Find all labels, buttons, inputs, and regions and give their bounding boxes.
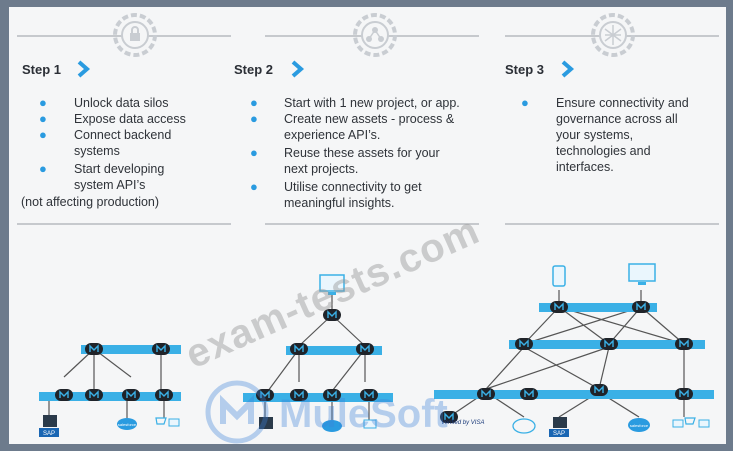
- api-node-icon: [520, 388, 538, 400]
- database-icon: [553, 417, 567, 428]
- api-layer-bar: [539, 303, 657, 312]
- svg-text:Verified by VISA: Verified by VISA: [441, 420, 484, 426]
- api-node-icon: [600, 338, 618, 350]
- api-node-icon: [477, 388, 495, 400]
- api-layer-bar: [434, 390, 714, 399]
- api-node-icon: [55, 389, 73, 401]
- diagram-step-2: [243, 274, 393, 420]
- cloud-icon: [322, 420, 342, 432]
- api-node-icon: [290, 389, 308, 401]
- step-1-note: (not affecting production): [21, 195, 160, 209]
- gear-mesh-icon: [591, 13, 635, 57]
- cloud-icon: [512, 418, 536, 434]
- gear-network-icon: [353, 13, 397, 57]
- stage: Step 1 ●Unlock data silos ●Expose data a…: [9, 7, 726, 444]
- api-node-icon: [632, 301, 650, 313]
- database-icon: [259, 417, 273, 429]
- sap-logo: SAP: [549, 429, 569, 437]
- chevron-right-icon: [561, 60, 575, 78]
- api-node-icon: [515, 338, 533, 350]
- cart-icon: [155, 417, 167, 425]
- api-node-icon: [290, 343, 308, 355]
- step-3-column: Step 3 ●Ensure connectivity and governan…: [479, 7, 719, 237]
- api-node-icon: [323, 389, 341, 401]
- svg-text:SAP: SAP: [553, 431, 565, 437]
- svg-text:SAP: SAP: [43, 431, 55, 437]
- svg-text:salesforce: salesforce: [630, 423, 649, 428]
- step-3-title: Step 3: [505, 62, 545, 77]
- visa-logo: Verified by VISA: [441, 420, 484, 426]
- gear-lock-icon: [113, 13, 157, 57]
- monitor-icon: [319, 274, 345, 295]
- api-node-icon: [323, 309, 341, 321]
- sap-logo: SAP: [39, 428, 59, 437]
- card-icon: [168, 418, 180, 427]
- api-layer-bar: [81, 345, 181, 354]
- api-node-icon: [440, 411, 458, 423]
- cart-icon: [684, 417, 696, 425]
- api-node-icon: [152, 343, 170, 355]
- api-node-icon: [155, 389, 173, 401]
- card-icon: [672, 419, 684, 428]
- diagram-step-3: [434, 263, 714, 418]
- step-1-title: Step 1: [22, 62, 62, 77]
- step-1-column: Step 1 ●Unlock data silos ●Expose data a…: [15, 7, 240, 237]
- api-node-icon: [590, 384, 608, 396]
- card-icon: [363, 419, 377, 429]
- network-diagrams: SAP salesforce Verified by VISA SAP sale…: [39, 263, 714, 437]
- api-node-icon: [85, 389, 103, 401]
- step-2-title: Step 2: [234, 62, 274, 77]
- mulesoft-logo-text: MuleSoft: [279, 392, 448, 436]
- api-layer-bar: [39, 392, 181, 401]
- divider: [265, 223, 479, 225]
- api-node-icon: [550, 301, 568, 313]
- step-2-column: Step 2 ●Start with 1 new project, or app…: [231, 7, 479, 237]
- card-icon: [698, 419, 710, 428]
- api-node-icon: [675, 388, 693, 400]
- mulesoft-logo-icon: [205, 380, 269, 444]
- api-node-icon: [675, 338, 693, 350]
- api-node-icon: [85, 343, 103, 355]
- svg-text:salesforce: salesforce: [118, 422, 137, 427]
- api-layer-bar: [286, 346, 382, 355]
- api-node-icon: [356, 343, 374, 355]
- phone-icon: [552, 265, 566, 287]
- api-node-icon: [360, 389, 378, 401]
- salesforce-cloud-icon: salesforce: [628, 418, 650, 432]
- api-node-icon: [122, 389, 140, 401]
- chevron-right-icon: [291, 60, 305, 78]
- divider: [505, 223, 719, 225]
- api-layer-bar: [243, 393, 393, 402]
- monitor-icon: [628, 263, 656, 285]
- divider: [17, 223, 231, 225]
- chevron-right-icon: [77, 60, 91, 78]
- api-node-icon: [256, 389, 274, 401]
- diagram-step-1: [39, 345, 181, 418]
- salesforce-cloud-icon: salesforce: [117, 418, 137, 430]
- database-icon: [43, 415, 57, 427]
